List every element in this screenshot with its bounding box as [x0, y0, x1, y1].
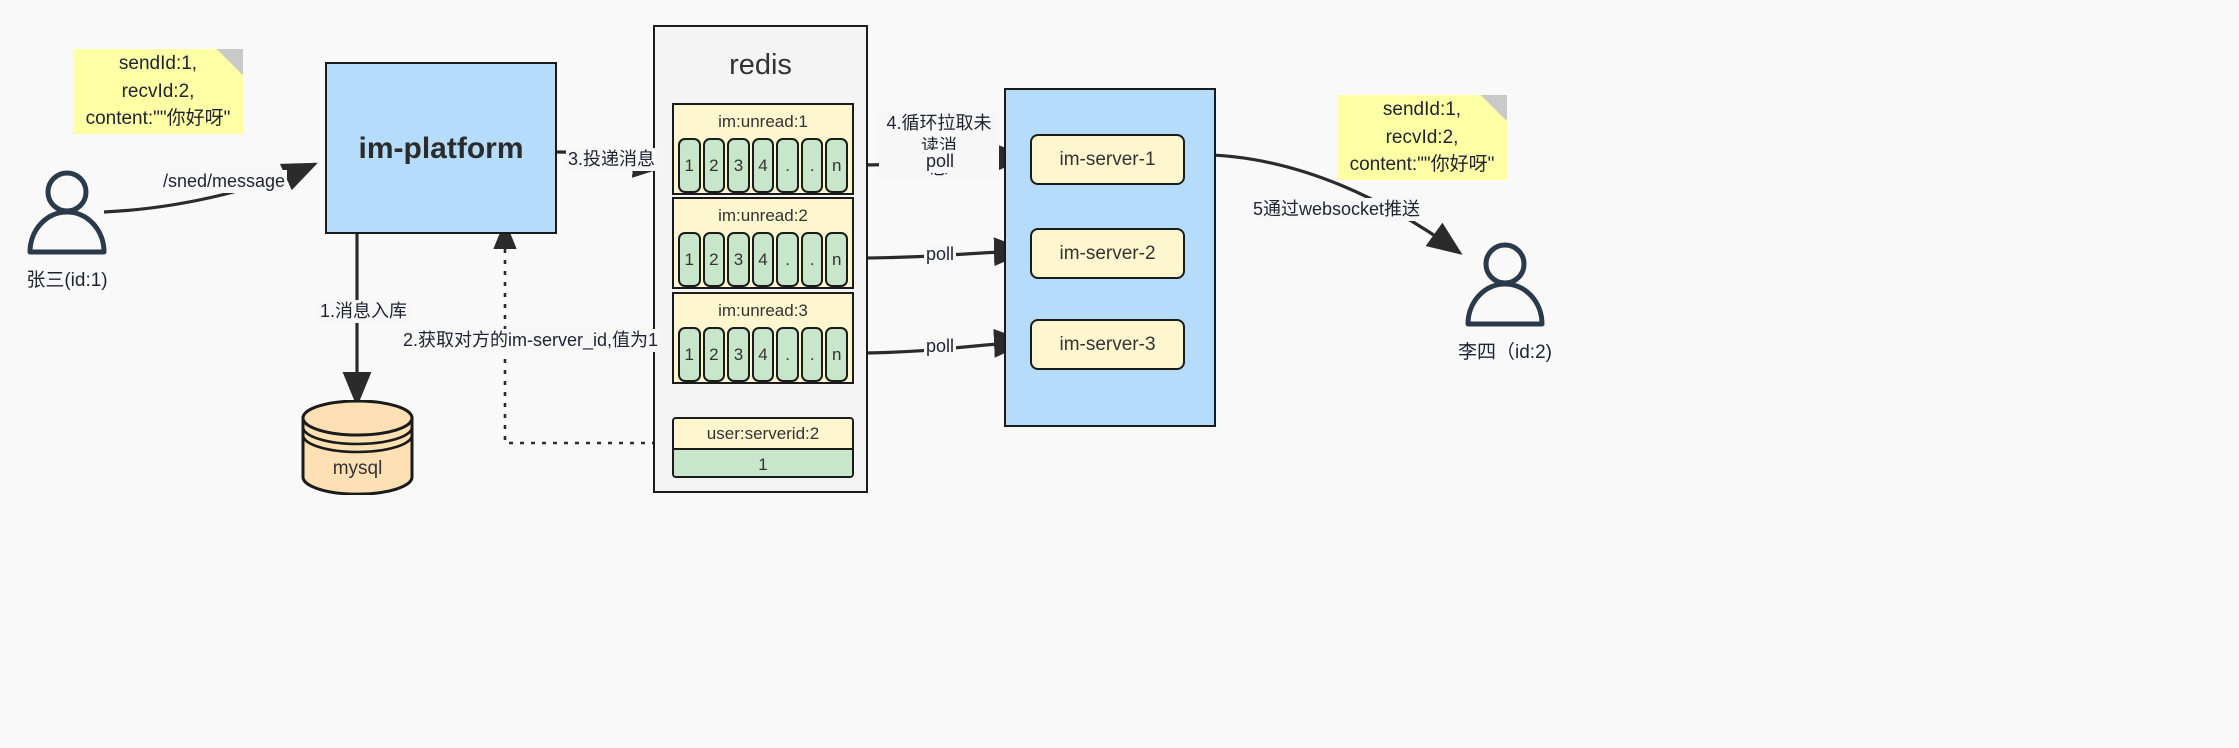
- redis-list-im-unread-3[interactable]: im:unread:3 1 2 3 4 . . n: [672, 292, 854, 384]
- list-cell: .: [776, 138, 799, 193]
- list-cell: 2: [702, 138, 726, 193]
- im-server-3-label: im-server-3: [1059, 333, 1156, 355]
- list-cell: .: [776, 232, 799, 287]
- actor-sender[interactable]: 张三(id:1): [22, 168, 112, 292]
- edge-label-poll-1: poll: [924, 150, 957, 173]
- list-cell: n: [825, 232, 849, 287]
- sticky-note-left-text: sendId:1, recvId:2, content:""你好呀": [85, 53, 231, 130]
- im-server-1-box[interactable]: im-server-1: [1030, 134, 1185, 185]
- redis-kv-value: 1: [674, 448, 852, 476]
- im-server-2-box[interactable]: im-server-2: [1030, 228, 1185, 279]
- edge-label-step5: 5通过websocket推送: [1251, 198, 1423, 221]
- redis-list-key: im:unread:3: [718, 301, 808, 320]
- list-cell: 4: [751, 327, 775, 382]
- im-server-3-box[interactable]: im-server-3: [1030, 319, 1185, 370]
- sticky-note-right: sendId:1, recvId:2, content:""你好呀": [1337, 95, 1507, 180]
- list-cell: n: [825, 138, 849, 193]
- redis-list-im-unread-2[interactable]: im:unread:2 1 2 3 4 . . n: [672, 197, 854, 289]
- person-icon: [1465, 242, 1545, 327]
- list-cell: 4: [751, 138, 775, 193]
- im-platform-label: im-platform: [358, 132, 524, 165]
- mysql-label: mysql: [332, 458, 383, 479]
- list-cell: 1: [678, 232, 701, 287]
- im-server-1-label: im-server-1: [1059, 148, 1156, 170]
- list-cell: 1: [678, 138, 701, 193]
- edge-label-step3: 3.投递消息: [566, 148, 658, 171]
- im-server-2-label: im-server-2: [1059, 242, 1156, 264]
- edge-label-send-message: /sned/message: [161, 170, 288, 193]
- note-fold-icon: [217, 49, 243, 75]
- list-cell: .: [776, 327, 799, 382]
- sticky-note-right-text: sendId:1, recvId:2, content:""你好呀": [1349, 99, 1495, 176]
- actor-receiver-label: 李四（id:2): [1458, 342, 1552, 363]
- redis-list-key: im:unread:2: [718, 206, 808, 225]
- redis-title: redis: [729, 49, 792, 81]
- note-fold-icon: [1481, 95, 1507, 121]
- list-cell: .: [800, 327, 824, 382]
- redis-list-key: im:unread:1: [718, 112, 808, 131]
- actor-sender-label: 张三(id:1): [26, 270, 108, 291]
- list-cell: 1: [678, 327, 701, 382]
- actor-receiver[interactable]: 李四（id:2): [1458, 240, 1552, 364]
- list-cell: 3: [727, 138, 750, 193]
- redis-kv-user-serverid[interactable]: user:serverid:2 1: [672, 417, 854, 478]
- list-cell: 3: [727, 327, 750, 382]
- edge-label-step2: 2.获取对方的im-server_id,值为1: [401, 329, 661, 352]
- list-cell: n: [825, 327, 849, 382]
- list-cell: 4: [751, 232, 775, 287]
- edge-label-step1: 1.消息入库: [318, 300, 410, 323]
- list-cell: 2: [702, 327, 726, 382]
- redis-list-im-unread-1[interactable]: im:unread:1 1 2 3 4 . . n: [672, 103, 854, 195]
- redis-container[interactable]: redis im:unread:1 1 2 3 4 . . n im:unrea…: [653, 25, 868, 493]
- person-icon: [27, 170, 107, 255]
- mysql-database[interactable]: mysql: [300, 399, 415, 496]
- sticky-note-left: sendId:1, recvId:2, content:""你好呀": [73, 49, 243, 134]
- list-cell: 3: [727, 232, 750, 287]
- database-cylinder-icon: [301, 399, 414, 496]
- list-cell: 2: [702, 232, 726, 287]
- im-platform-box[interactable]: im-platform: [325, 62, 557, 234]
- list-cell: .: [800, 138, 824, 193]
- edge-label-poll-3: poll: [924, 335, 957, 358]
- edge-label-poll-2: poll: [924, 243, 957, 266]
- list-cell: .: [800, 232, 824, 287]
- redis-kv-key: user:serverid:2: [674, 419, 852, 448]
- im-server-cluster[interactable]: im-server-1 im-server-2 im-server-3: [1004, 88, 1216, 427]
